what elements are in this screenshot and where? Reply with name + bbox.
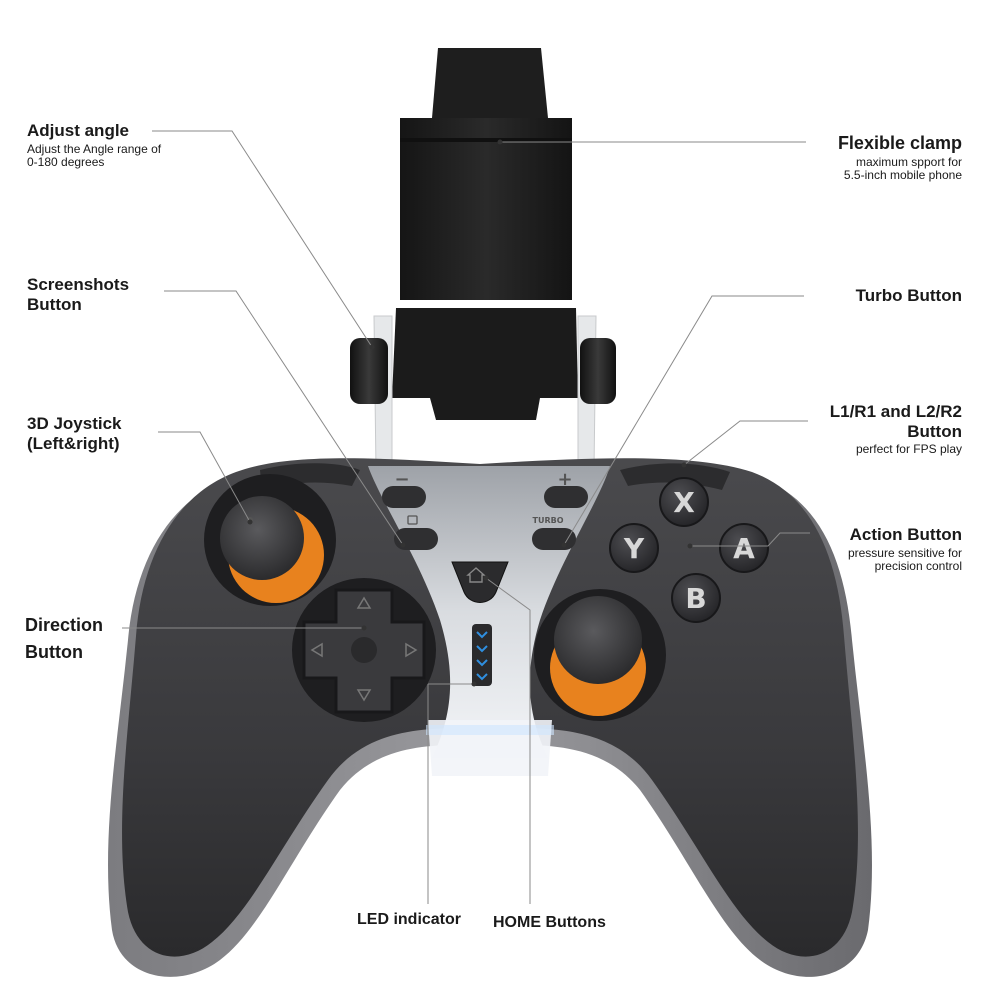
dpad-left-arrow-icon — [310, 642, 323, 658]
callout-led: LED indicator — [357, 911, 461, 929]
plus-button[interactable] — [544, 486, 588, 508]
right-joystick[interactable] — [534, 589, 666, 721]
led-chevron-icon — [476, 659, 488, 667]
joystick-title-1: 3D Joystick — [27, 414, 122, 433]
y-button[interactable]: Y — [609, 523, 659, 573]
minus-label: − — [394, 469, 409, 490]
b-button-label: B — [685, 582, 706, 615]
left-angle-knob[interactable] — [350, 338, 388, 404]
led-indicator — [472, 624, 492, 686]
adjust-angle-desc-1: Adjust the Angle range of — [27, 141, 162, 156]
callout-line-turbo — [563, 295, 804, 546]
screenshots-title-1: Screenshots — [27, 275, 130, 294]
shoulder-title-2: Button — [907, 421, 962, 441]
callout-line-joystick — [158, 431, 251, 523]
led-chevron-icon — [476, 631, 488, 639]
right-shoulder-button[interactable] — [620, 463, 730, 490]
callout-lines — [122, 130, 810, 904]
callout-line-screenshots — [164, 290, 404, 546]
callout-flexible-clamp: Flexible clamp maximum spport for 5.5-in… — [838, 133, 962, 183]
dpad-right-arrow-icon — [405, 642, 418, 658]
callout-turbo: Turbo Button — [856, 286, 962, 306]
turbo-title: Turbo Button — [855, 286, 962, 305]
screenshots-title-2: Button — [27, 294, 82, 314]
led-chevron-icon — [476, 673, 488, 681]
a-button-label: A — [733, 532, 755, 565]
callout-home: HOME Buttons — [493, 914, 606, 932]
direction-pad[interactable] — [292, 578, 436, 722]
minus-button[interactable] — [382, 486, 426, 508]
y-button-label: Y — [623, 532, 645, 565]
action-title: Action Button — [849, 525, 962, 544]
x-button[interactable]: X — [659, 477, 709, 527]
callout-screenshots: Screenshots Button — [27, 275, 129, 314]
callout-line-adjust-angle — [152, 130, 373, 348]
callout-line-shoulder — [683, 420, 808, 466]
turbo-button[interactable] — [532, 528, 576, 550]
shoulder-title-1: L1/R1 and L2/R2 — [829, 402, 962, 421]
dpad-up-arrow-icon — [356, 596, 372, 609]
flexible-clamp-desc-2: 5.5-inch mobile phone — [843, 168, 962, 183]
callout-action: Action Button pressure sensitive for pre… — [848, 525, 962, 574]
x-button-label: X — [673, 486, 695, 519]
led-title: LED indicator — [357, 911, 462, 928]
callout-shoulder: L1/R1 and L2/R2 Button perfect for FPS p… — [830, 402, 962, 457]
camera-icon — [407, 515, 418, 525]
action-desc-1: pressure sensitive for — [847, 545, 962, 560]
home-button[interactable] — [451, 561, 509, 603]
screenshot-button[interactable] — [394, 528, 438, 550]
phone-clamp — [350, 48, 616, 471]
callout-line-home — [485, 577, 531, 904]
a-button[interactable]: A — [719, 523, 769, 573]
flexible-clamp-desc-1: maximum spport for — [855, 154, 962, 169]
callout-line-action — [690, 532, 810, 547]
adjust-angle-title: Adjust angle — [27, 121, 130, 140]
callout-adjust-angle: Adjust angle Adjust the Angle range of 0… — [27, 121, 161, 170]
left-joystick[interactable] — [204, 474, 336, 606]
action-desc-2: precision control — [874, 559, 962, 574]
b-button[interactable]: B — [671, 573, 721, 623]
direction-title-2: Button — [25, 641, 83, 662]
home-icon — [466, 567, 486, 583]
led-chevron-icon — [476, 645, 488, 653]
callout-joystick: 3D Joystick (Left&right) — [27, 414, 122, 453]
joystick-title-2: (Left&right) — [27, 433, 120, 453]
shoulder-desc: perfect for FPS play — [855, 442, 962, 457]
direction-title-1: Direction — [25, 615, 104, 635]
callout-direction: Direction Button — [25, 615, 103, 662]
right-angle-knob[interactable] — [580, 338, 616, 404]
turbo-text: TURBO — [532, 516, 563, 525]
home-title: HOME Buttons — [493, 914, 606, 931]
dpad-down-arrow-icon — [356, 689, 372, 702]
flexible-clamp-title: Flexible clamp — [837, 133, 962, 153]
plus-label: + — [557, 469, 572, 490]
adjust-angle-desc-2: 0-180 degrees — [27, 155, 105, 170]
